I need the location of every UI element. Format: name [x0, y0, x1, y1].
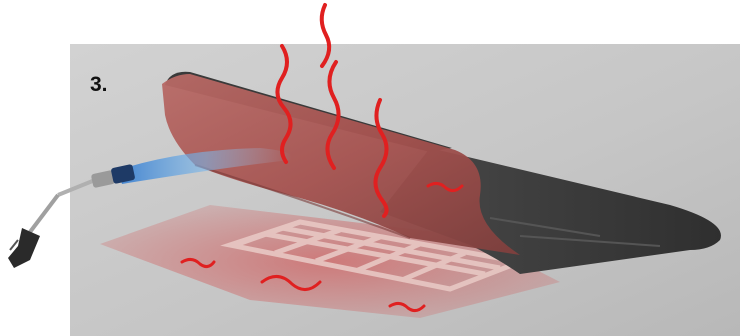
step-number-label: 3.	[90, 74, 108, 95]
